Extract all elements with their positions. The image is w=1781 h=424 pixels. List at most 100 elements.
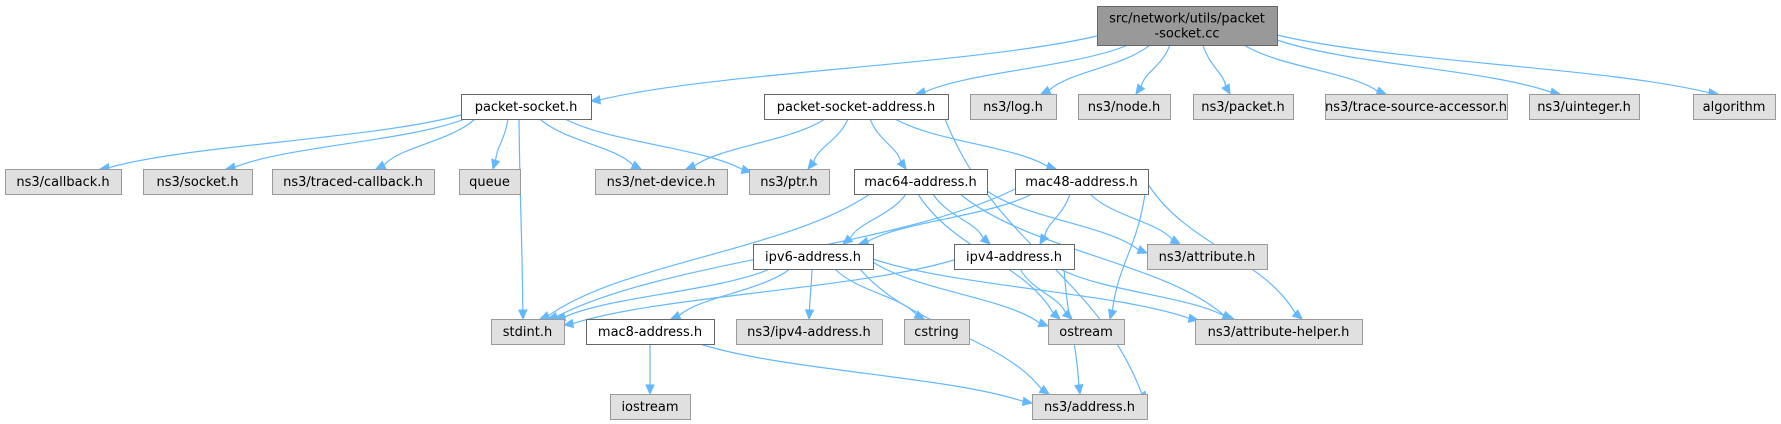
node-ipv4-address-h[interactable]: ipv4-address.h <box>954 244 1075 270</box>
node-box <box>595 169 728 195</box>
node-uinteger-h: ns3/uinteger.h <box>1529 94 1640 120</box>
edge-packet-socket-h-to-ptr-h <box>564 118 753 174</box>
edge-packet-socket-address-h-to-net-device-h <box>684 118 826 171</box>
edge-mac8-address-h-to-address-h <box>699 343 1034 407</box>
edge-root-to-trace-source-accessor-h <box>1243 44 1388 96</box>
node-box <box>491 319 565 345</box>
node-box <box>753 244 874 270</box>
node-box <box>1015 169 1149 195</box>
node-log-h: ns3/log.h <box>970 94 1057 120</box>
node-box <box>586 319 715 345</box>
node-packet-h: ns3/packet.h <box>1193 94 1294 120</box>
edge-packet-socket-address-h-to-mac64-address-h <box>869 118 907 170</box>
edge-packet-socket-h-to-net-device-h <box>539 118 643 170</box>
node-box <box>954 244 1075 270</box>
edge-mac8-address-h-to-iostream <box>645 343 655 396</box>
node-box <box>1048 319 1125 345</box>
node-label: ns3/socket.h <box>156 175 238 190</box>
node-label: ns3/ptr.h <box>760 175 818 190</box>
edge-packet-socket-h-to-stdint-h <box>518 118 528 321</box>
edge-packet-socket-h-to-socket-h <box>224 118 466 172</box>
node-label: ns3/ipv4-address.h <box>747 325 871 340</box>
node-box <box>143 169 253 195</box>
edges-layer <box>98 34 1720 407</box>
node-box <box>1078 94 1171 120</box>
node-box <box>610 394 691 420</box>
edge-mac48-address-h-to-ostream <box>1107 193 1146 321</box>
node-attribute-helper-h: ns3/attribute-helper.h <box>1195 319 1363 345</box>
edge-ipv6-address-h-to-ostream <box>872 261 1050 328</box>
node-label: packet-socket-address.h <box>777 100 935 115</box>
node-net-device-h: ns3/net-device.h <box>595 169 728 195</box>
node-box <box>5 169 122 195</box>
node-ipv6-address-h[interactable]: ipv6-address.h <box>753 244 874 270</box>
node-algorithm: algorithm <box>1693 94 1776 120</box>
node-trace-source-accessor-h: ns3/trace-source-accessor.h <box>1325 94 1508 120</box>
node-label: ns3/log.h <box>983 100 1043 115</box>
edge-packet-socket-address-h-to-ptr-h <box>807 118 849 170</box>
node-label: ns3/callback.h <box>16 175 109 190</box>
node-label: ns3/net-device.h <box>607 175 716 190</box>
node-packet-socket-h[interactable]: packet-socket.h <box>461 94 592 120</box>
node-label: iostream <box>621 400 678 415</box>
node-box <box>272 169 435 195</box>
node-callback-h: ns3/callback.h <box>5 169 122 195</box>
node-label: ostream <box>1059 325 1113 340</box>
node-label: queue <box>469 175 510 190</box>
node-box <box>1195 319 1363 345</box>
edge-ipv4-address-h-to-stdint-h <box>562 259 955 329</box>
node-label: ns3/trace-source-accessor.h <box>1325 100 1507 115</box>
node-label: ns3/traced-callback.h <box>283 175 423 190</box>
node-socket-h: ns3/socket.h <box>143 169 253 195</box>
node-attribute-h: ns3/attribute.h <box>1147 244 1268 270</box>
node-box <box>736 319 883 345</box>
node-label: packet-socket.h <box>475 100 578 115</box>
node-label: -socket.cc <box>1154 27 1219 42</box>
node-box <box>459 169 521 195</box>
node-label: ipv6-address.h <box>765 250 861 265</box>
edge-ipv6-address-h-to-ns3-ipv4-address-h <box>804 268 815 321</box>
edge-root-to-packet-socket-h <box>589 35 1098 105</box>
node-label: algorithm <box>1703 100 1766 115</box>
node-mac64-address-h[interactable]: mac64-address.h <box>854 169 988 195</box>
node-label: ns3/attribute.h <box>1159 250 1256 265</box>
nodes-layer: src/network/utils/packet-socket.ccpacket… <box>5 6 1776 420</box>
node-node-h: ns3/node.h <box>1078 94 1171 120</box>
node-label: ns3/uinteger.h <box>1537 100 1631 115</box>
node-ns3-ipv4-address-h: ns3/ipv4-address.h <box>736 319 883 345</box>
edge-root-to-uinteger-h <box>1276 39 1562 97</box>
node-mac48-address-h[interactable]: mac48-address.h <box>1015 169 1149 195</box>
node-label: ns3/address.h <box>1044 400 1135 415</box>
node-box <box>1325 94 1508 120</box>
node-label: cstring <box>914 325 958 340</box>
node-box <box>1097 6 1278 46</box>
node-packet-socket-address-h[interactable]: packet-socket-address.h <box>764 94 949 120</box>
node-label: stdint.h <box>503 325 552 340</box>
node-box <box>1147 244 1268 270</box>
node-traced-callback-h: ns3/traced-callback.h <box>272 169 435 195</box>
edge-ipv4-address-h-to-attribute-helper-h <box>1059 268 1236 321</box>
node-label: mac8-address.h <box>598 325 702 340</box>
node-label: ns3/packet.h <box>1201 100 1285 115</box>
node-box <box>1693 94 1776 120</box>
node-box <box>764 94 949 120</box>
edge-mac64-address-h-to-ipv4-address-h <box>932 193 991 245</box>
edge-ipv6-address-h-to-mac8-address-h <box>669 268 791 320</box>
node-iostream: iostream <box>610 394 691 420</box>
node-mac8-address-h[interactable]: mac8-address.h <box>586 319 715 345</box>
edge-root-to-node-h <box>1135 44 1171 96</box>
edge-packet-socket-h-to-queue <box>491 118 509 171</box>
edge-root-to-log-h <box>1039 44 1151 95</box>
node-label: mac64-address.h <box>864 175 976 190</box>
node-label: mac48-address.h <box>1025 175 1137 190</box>
node-box <box>1032 394 1148 420</box>
node-box <box>904 319 970 345</box>
edge-packet-socket-h-to-callback-h <box>98 114 462 173</box>
node-box <box>749 169 830 195</box>
edge-root-to-algorithm <box>1276 34 1720 98</box>
node-cstring: cstring <box>904 319 970 345</box>
edge-packet-socket-h-to-traced-callback-h <box>374 118 476 170</box>
node-address-h: ns3/address.h <box>1032 394 1148 420</box>
edge-mac64-address-h-to-ipv6-address-h <box>842 193 907 245</box>
